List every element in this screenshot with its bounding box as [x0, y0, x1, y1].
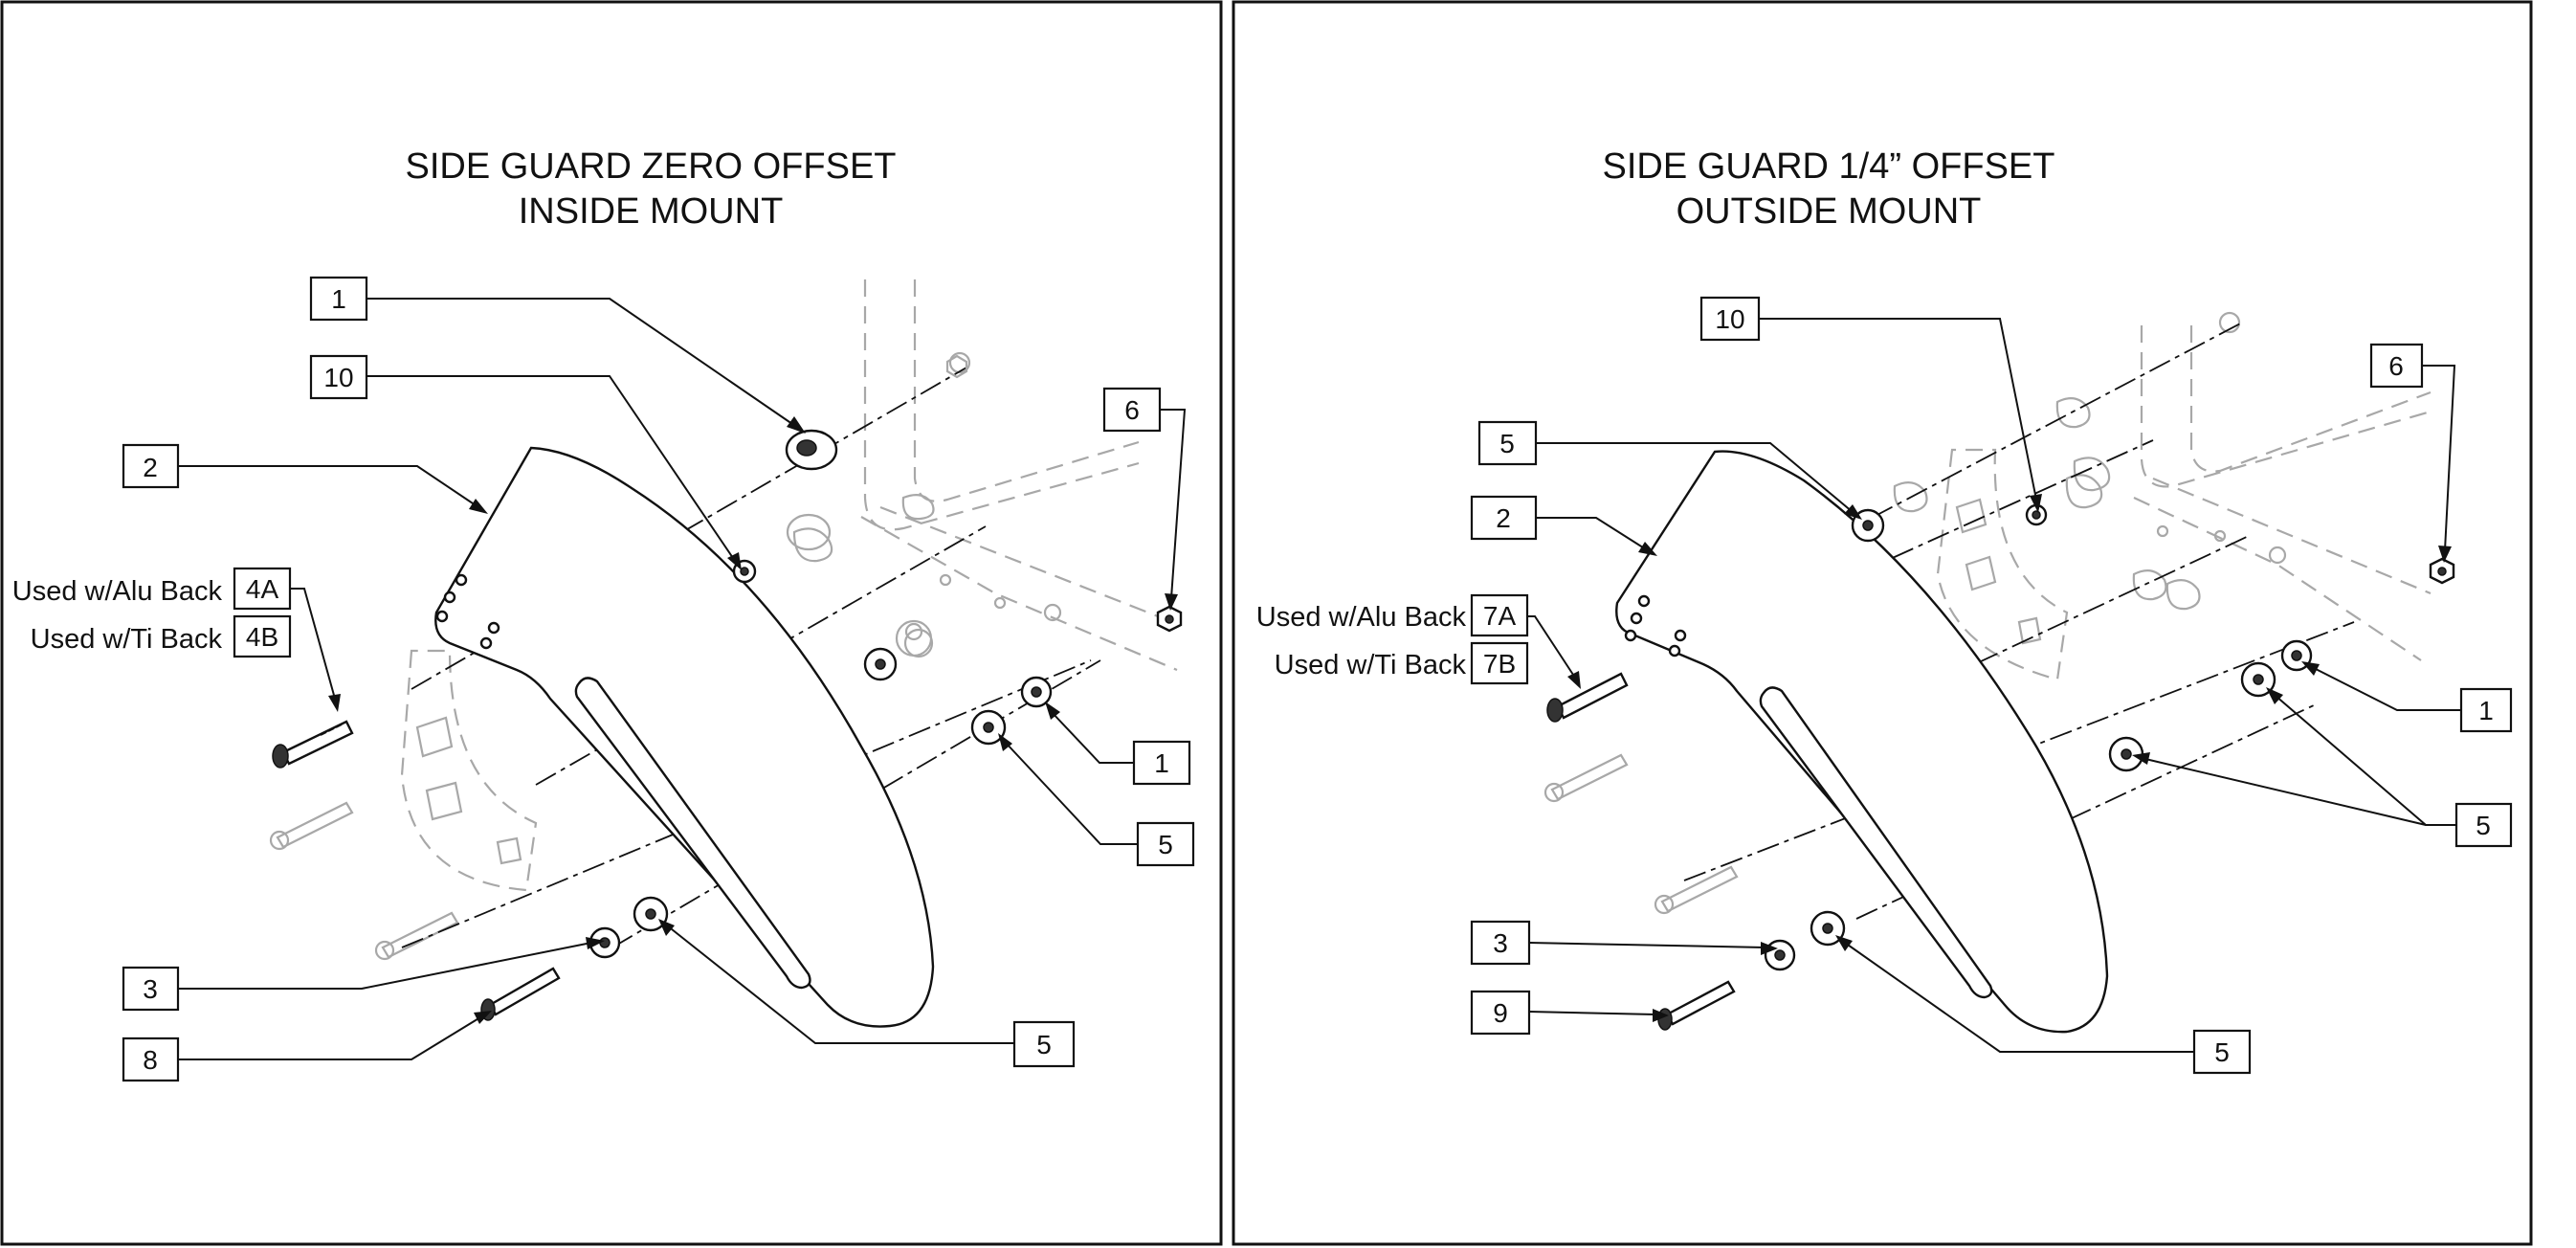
hardware-parts — [1546, 503, 2455, 1031]
panel-inside-mount: SIDE GUARD ZERO OFFSET INSIDE MOUNT — [0, 0, 1223, 1246]
callout-label: 5 — [2214, 1037, 2230, 1067]
side-guard-plate — [1615, 450, 2109, 1034]
callout-label: 5 — [1036, 1030, 1052, 1059]
leader-lines — [1516, 318, 2461, 1053]
panel-title-line1: SIDE GUARD 1/4” OFFSET — [1603, 146, 2055, 187]
callout-6: 6 — [2369, 343, 2424, 389]
callout-10: 10 — [1699, 296, 1761, 342]
wheelchair-frame-ghost — [1543, 311, 2432, 915]
callout-label: 2 — [143, 453, 158, 482]
callout-label: 1 — [1154, 748, 1169, 778]
note-ti-back: Used w/Ti Back — [31, 624, 223, 655]
panel-border — [0, 0, 1223, 1246]
hardware-parts — [272, 354, 1183, 1021]
callout-label: 3 — [1493, 928, 1508, 958]
callout-5-bottom: 5 — [2192, 1029, 2252, 1075]
callout-7a: 7A — [1483, 601, 1517, 631]
note-alu-back: Used w/Alu Back — [12, 576, 223, 607]
callout-5-top: 5 — [1477, 420, 1538, 466]
callout-1-top: 1 — [309, 276, 368, 322]
note-alu-back: Used w/Alu Back — [1256, 602, 1467, 633]
panel-title: SIDE GUARD ZERO OFFSET INSIDE MOUNT — [405, 146, 896, 232]
panel-outside-mount: SIDE GUARD 1/4” OFFSET OUTSIDE MOUNT — [1232, 0, 2533, 1246]
callout-6: 6 — [1102, 387, 1162, 433]
callout-1-right: 1 — [2459, 687, 2513, 733]
used-alu-note: Used w/Alu Back 7A — [1256, 593, 1529, 637]
callout-7b: 7B — [1483, 649, 1516, 679]
used-alu-note: Used w/Alu Back 4A — [12, 567, 292, 611]
callout-5-right: 5 — [2454, 802, 2513, 848]
callout-label: 5 — [1499, 429, 1515, 458]
callout-label: 6 — [1124, 395, 1140, 425]
panel-title-line2: OUTSIDE MOUNT — [1677, 191, 1982, 232]
callout-label: 10 — [323, 363, 353, 392]
callout-9: 9 — [1470, 990, 1531, 1036]
callout-5-bottom: 5 — [1012, 1020, 1076, 1068]
callout-label: 5 — [1158, 830, 1173, 859]
callout-2: 2 — [122, 443, 180, 489]
callout-2: 2 — [1470, 495, 1538, 541]
callout-3: 3 — [122, 966, 180, 1012]
callout-1-right: 1 — [1132, 740, 1191, 786]
callout-10: 10 — [309, 354, 368, 400]
callout-label: 1 — [2478, 696, 2494, 725]
side-guard-plate — [434, 446, 935, 1028]
panel-title-line2: INSIDE MOUNT — [519, 191, 784, 232]
leader-lines — [178, 298, 1187, 1060]
callout-5-right: 5 — [1136, 821, 1195, 867]
callout-label: 1 — [331, 284, 346, 314]
wheelchair-frame-ghost — [269, 279, 1178, 961]
callout-label: 6 — [2388, 351, 2404, 381]
callout-label: 10 — [1715, 304, 1744, 334]
callout-label: 3 — [143, 974, 158, 1004]
callout-8: 8 — [122, 1036, 180, 1082]
callout-label: 5 — [2476, 811, 2491, 840]
callout-4b: 4B — [246, 622, 278, 652]
callout-label: 9 — [1493, 998, 1508, 1028]
used-ti-note: Used w/Ti Back 7B — [1275, 641, 1529, 685]
callout-4a: 4A — [246, 574, 279, 604]
panel-title: SIDE GUARD 1/4” OFFSET OUTSIDE MOUNT — [1603, 146, 2055, 232]
panel-border — [1232, 0, 2533, 1246]
used-ti-note: Used w/Ti Back 4B — [31, 614, 292, 658]
panel-title-line1: SIDE GUARD ZERO OFFSET — [405, 146, 896, 187]
note-ti-back: Used w/Ti Back — [1275, 650, 1467, 680]
callout-label: 2 — [1496, 503, 1511, 533]
callout-label: 8 — [143, 1045, 158, 1075]
callout-3: 3 — [1470, 920, 1531, 966]
